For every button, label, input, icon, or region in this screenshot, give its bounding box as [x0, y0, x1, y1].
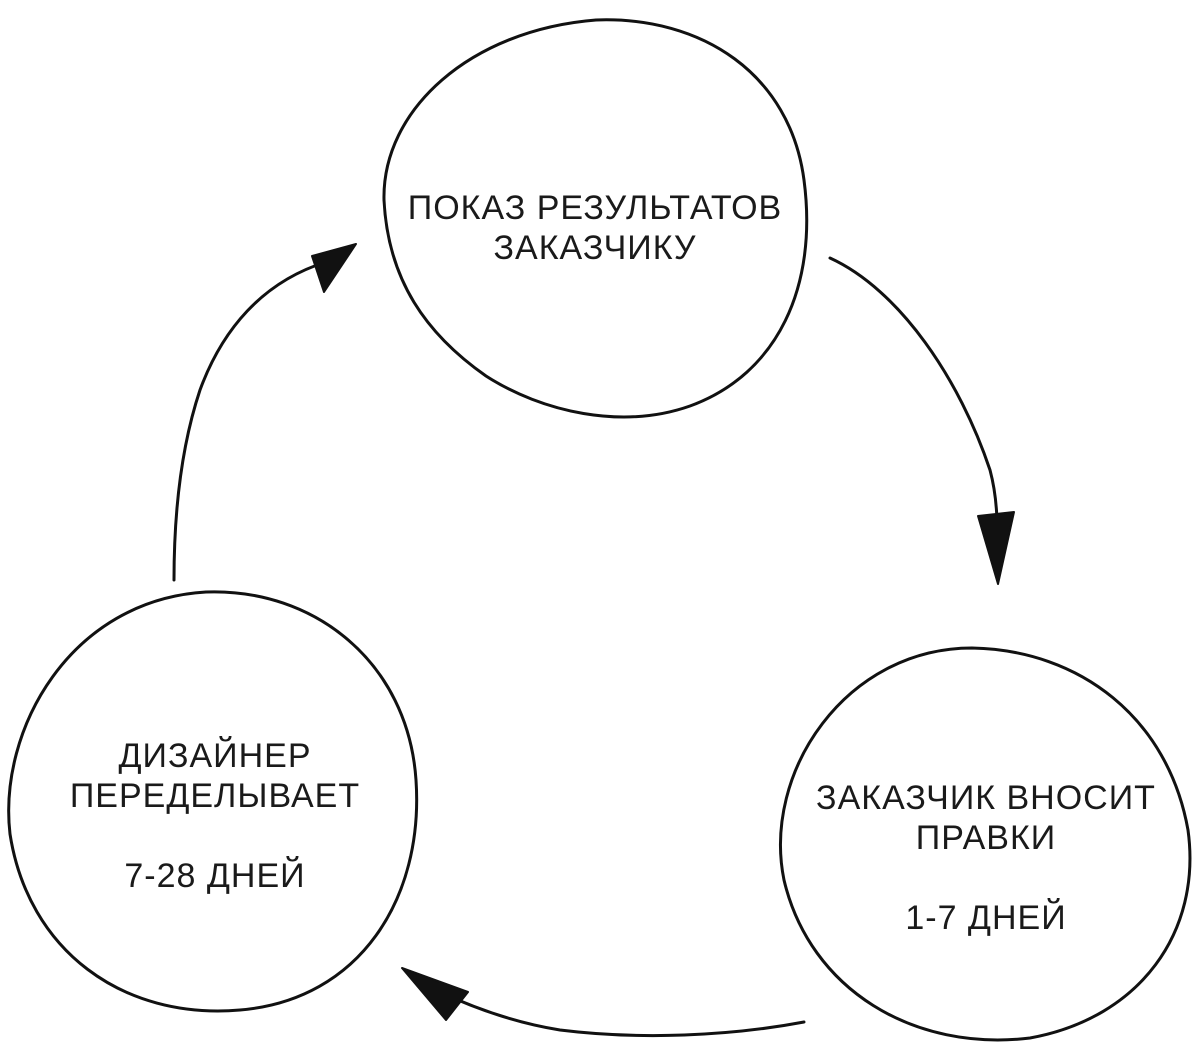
node-circle-client-edits: [779, 646, 1192, 1042]
edge-designer-redoes-to-show-results: [172, 260, 328, 582]
arrowhead-up-icon: [311, 243, 357, 293]
node-client-edits-line-2: ПРАВКИ: [915, 819, 1057, 857]
node-designer-redoes: ДИЗАЙНЕР ПЕРЕДЕЛЫВАЕТ 7-28 ДНЕЙ: [30, 736, 400, 896]
node-show-results-line-2: ЗАКАЗЧИКУ: [493, 229, 697, 267]
edge-client-edits-to-designer-redoes: [438, 990, 806, 1038]
node-show-results-line-1: ПОКАЗ РЕЗУЛЬТАТОВ: [407, 189, 783, 227]
node-designer-redoes-line-2: ПЕРЕДЕЛЫВАЕТ: [69, 777, 361, 815]
node-circle-show-results: [382, 18, 809, 419]
node-designer-redoes-duration: 7-28 ДНЕЙ: [124, 857, 306, 895]
node-show-results: ПОКАЗ РЕЗУЛЬТАТОВ ЗАКАЗЧИКУ: [400, 188, 790, 268]
edge-show-results-to-client-edits: [828, 256, 999, 562]
arrowhead-down-icon: [977, 511, 1015, 585]
node-designer-redoes-line-1: ДИЗАЙНЕР: [118, 737, 312, 775]
node-client-edits: ЗАКАЗЧИК ВНОСИТ ПРАВКИ 1-7 ДНЕЙ: [800, 778, 1172, 938]
node-client-edits-line-1: ЗАКАЗЧИК ВНОСИТ: [816, 779, 1156, 817]
node-client-edits-duration: 1-7 ДНЕЙ: [905, 899, 1067, 937]
node-circle-designer-redoes: [7, 590, 419, 1013]
arrowhead-left-icon: [401, 967, 469, 1021]
